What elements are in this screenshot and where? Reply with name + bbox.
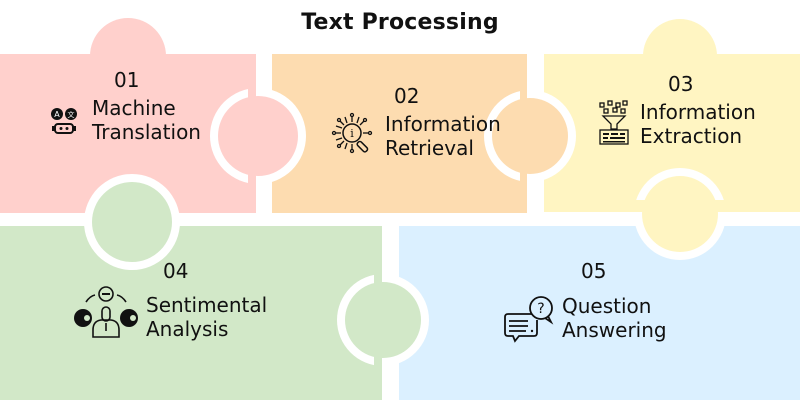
- piece-3-label: Information Extraction: [640, 100, 756, 148]
- piece-3-label-line2: Extraction: [640, 124, 743, 148]
- piece-4-label: Sentimental Analysis: [146, 293, 267, 341]
- question-chat-icon: ?: [504, 293, 556, 349]
- svg-text:i: i: [350, 127, 354, 140]
- piece-2-number: 02: [394, 84, 420, 108]
- puzzle-piece-3: [484, 19, 800, 260]
- piece-5-number: 05: [581, 259, 607, 283]
- robot-translate-icon: A 文: [50, 107, 78, 139]
- piece-4-label-line1: Sentimental: [146, 293, 268, 317]
- piece-1-label-line2: Translation: [92, 120, 201, 144]
- piece-2-label-line1: Information: [385, 112, 501, 136]
- svg-text:文: 文: [68, 110, 75, 119]
- svg-text:A: A: [54, 110, 60, 119]
- piece-5-label-line1: Question: [562, 294, 652, 318]
- person-sentiment-icon: [73, 285, 139, 345]
- piece-5-label: Question Answering: [562, 294, 667, 342]
- svg-text:?: ?: [537, 301, 544, 317]
- puzzle-piece-5: [337, 226, 800, 400]
- piece-1-label-line1: Machine: [92, 96, 176, 120]
- piece-4-number: 04: [163, 259, 189, 283]
- info-search-icon: i: [331, 112, 375, 160]
- piece-2-label: Information Retrieval: [385, 112, 501, 160]
- piece-1-number: 01: [114, 68, 140, 92]
- piece-3-label-line1: Information: [640, 100, 756, 124]
- piece-3-number: 03: [668, 72, 694, 96]
- piece-5-label-line2: Answering: [562, 318, 667, 342]
- piece-1-label: Machine Translation: [92, 96, 201, 144]
- diagram-title: Text Processing: [301, 10, 499, 35]
- piece-2-label-line2: Retrieval: [385, 136, 474, 160]
- piece-4-label-line2: Analysis: [146, 317, 229, 341]
- data-funnel-keyboard-icon: [598, 100, 630, 150]
